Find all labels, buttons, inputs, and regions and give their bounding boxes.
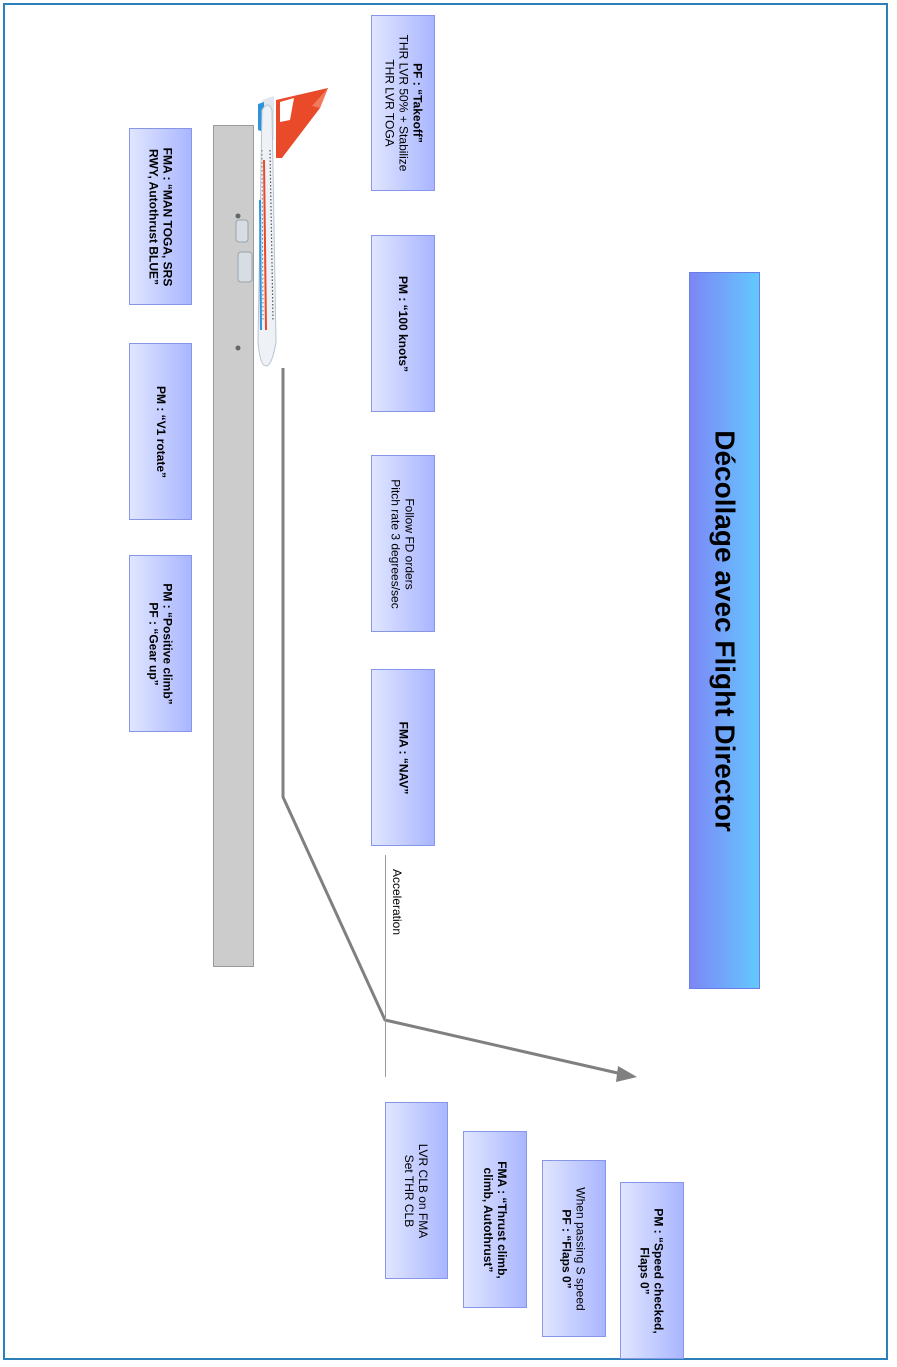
follow-fd-line-2: Pitch rate 3 degrees/sec [389, 478, 403, 609]
takeoff-text: PF : “Takeoff” THR LVR 50% + Stabilize T… [382, 35, 424, 172]
takeoff-line-2: THR LVR 50% + Stabilize [396, 34, 410, 172]
100-knots-line-1: PM : “100 knots” [396, 275, 410, 372]
positive-climb-text: PM : “Positive climb” PF : “Gear up” [147, 583, 175, 704]
flaps0-call-line-1: When passing S speed [574, 1186, 589, 1311]
fma-man-toga-line-1: FMA : “MAN TOGA, SRS [160, 147, 175, 286]
follow-fd-line-1: Follow FD orders [403, 497, 417, 590]
takeoff-line-3: THR LVR TOGA [382, 59, 396, 147]
takeoff-box: PF : “Takeoff” THR LVR 50% + Stabilize T… [371, 15, 435, 191]
v1-rotate-text: PM : “V1 rotate” [154, 385, 168, 477]
acceleration-label: Acceleration [390, 868, 405, 936]
speed-checked-line-1: PM : “Speed checked, [652, 1207, 666, 1334]
fma-nav-box: FMA : “NAV” [371, 669, 435, 846]
follow-fd-box: Follow FD orders Pitch rate 3 degrees/se… [371, 455, 435, 632]
v1-rotate-line-1: PM : “V1 rotate” [153, 385, 168, 478]
flight-path-line [281, 368, 623, 1076]
100-knots-box: PM : “100 knots” [371, 235, 435, 412]
flaps0-call-line-2: PF : “Flaps 0” [560, 1208, 575, 1289]
100-knots-text: PM : “100 knots” [396, 275, 410, 371]
lvr-clb-box: LVR CLB on FMA Set THR CLB [385, 1102, 448, 1279]
follow-fd-text: Follow FD orders Pitch rate 3 degrees/se… [389, 479, 417, 608]
flaps0-call-text: When passing S speed PF : “Flaps 0” [560, 1187, 588, 1310]
positive-climb-line-2: PF : “Gear up” [146, 601, 161, 686]
fma-thrust-climb-box: FMA : “Thrust climb, climb, Autothrust” [463, 1131, 527, 1308]
speed-checked-text: PM : “Speed checked, Flaps 0” [638, 1208, 666, 1333]
arrowhead-icon [616, 1066, 637, 1082]
lvr-clb-line-1: LVR CLB on FMA [416, 1143, 431, 1238]
flaps0-call-box: When passing S speed PF : “Flaps 0” [542, 1160, 606, 1337]
acceleration-marker-line [385, 855, 386, 1077]
positive-climb-box: PM : “Positive climb” PF : “Gear up” [129, 555, 192, 732]
airplane-icon [235, 88, 328, 367]
fma-man-toga-line-2: RWY, Autothrust BLUE” [146, 148, 161, 285]
fma-nav-line-1: FMA : “NAV” [396, 721, 410, 794]
fma-thrust-climb-line-2: climb, Autothrust” [481, 1167, 495, 1272]
title-box: Décollage avec Flight Director [689, 272, 760, 989]
takeoff-line-1: PF : “Takeoff” [410, 63, 424, 143]
fma-thrust-climb-text: FMA : “Thrust climb, climb, Autothrust” [481, 1161, 509, 1279]
v1-rotate-box: PM : “V1 rotate” [129, 343, 192, 520]
fma-man-toga-box: FMA : “MAN TOGA, SRS RWY, Autothrust BLU… [129, 128, 192, 305]
lvr-clb-text: LVR CLB on FMA Set THR CLB [403, 1143, 431, 1237]
fma-thrust-climb-line-1: FMA : “Thrust climb, [495, 1160, 509, 1279]
positive-climb-line-1: PM : “Positive climb” [160, 582, 175, 705]
speed-checked-box: PM : “Speed checked, Flaps 0” [620, 1182, 684, 1359]
fma-nav-text: FMA : “NAV” [396, 721, 410, 794]
lvr-clb-line-2: Set THR CLB [402, 1154, 417, 1227]
speed-checked-line-2: Flaps 0” [638, 1246, 652, 1295]
fma-man-toga-text: FMA : “MAN TOGA, SRS RWY, Autothrust BLU… [147, 147, 175, 286]
diagram-frame [3, 3, 888, 1360]
acceleration-label-wrap: Acceleration [387, 862, 407, 942]
